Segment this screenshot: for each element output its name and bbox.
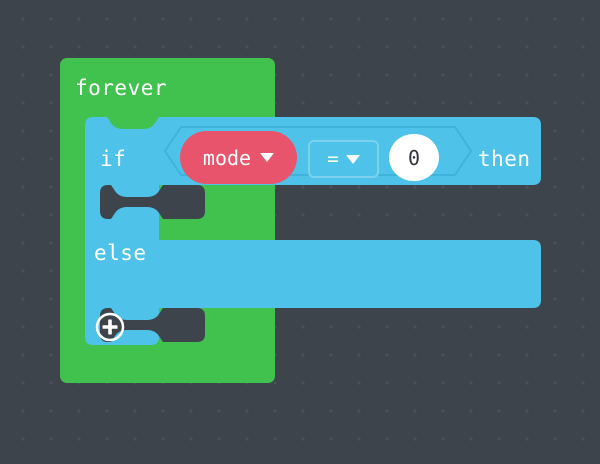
else-keyword-label: else xyxy=(94,241,147,265)
mode-variable-label: mode xyxy=(202,145,252,170)
chevron-down-icon xyxy=(260,153,275,162)
add-branch-button[interactable] xyxy=(95,312,125,342)
forever-block-label: forever xyxy=(75,76,168,100)
chevron-down-icon xyxy=(345,154,360,164)
else-branch-empty-slot[interactable] xyxy=(100,308,205,348)
mode-variable-dropdown[interactable]: mode xyxy=(180,131,297,184)
comparison-operator-label: = xyxy=(327,147,339,170)
comparison-operator-dropdown[interactable]: = xyxy=(308,140,379,178)
number-value-field[interactable]: 0 xyxy=(389,134,439,181)
number-value-label: 0 xyxy=(407,145,421,170)
if-branch-empty-slot[interactable] xyxy=(100,185,205,225)
then-keyword-label: then xyxy=(478,147,531,171)
if-keyword-label: if xyxy=(100,147,127,171)
plus-circle-icon xyxy=(95,312,125,342)
